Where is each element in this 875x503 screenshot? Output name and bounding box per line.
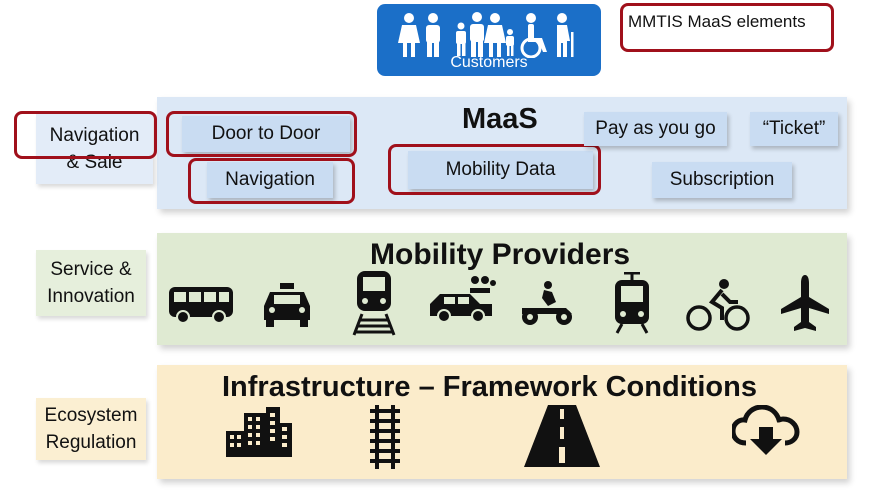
infrastructure-title: Infrastructure – Framework Conditions <box>222 371 757 403</box>
railway-track-icon <box>370 405 400 469</box>
bus-icon <box>169 287 233 324</box>
motorbike-icon <box>522 281 572 325</box>
road-icon <box>524 405 600 467</box>
navigation-item: Navigation <box>207 162 333 198</box>
bicycle-icon <box>686 279 750 331</box>
mobility-providers-title: Mobility Providers <box>370 238 631 271</box>
highlight-navigation <box>188 158 355 204</box>
customers-label: Customers <box>450 54 528 71</box>
airplane-icon <box>781 275 829 331</box>
cloud-download-icon <box>732 405 800 455</box>
carsharing-icon <box>430 276 496 323</box>
highlight-mobility-data <box>388 144 601 195</box>
pay-as-you-go-item: Pay as you go <box>584 112 727 146</box>
legend-box <box>620 3 834 52</box>
mobility-side-label: Service & Innovation <box>36 250 146 316</box>
highlight-navigation-sale <box>14 111 157 159</box>
door-to-door-item: Door to Door <box>182 116 350 152</box>
ticket-item: “Ticket” <box>750 112 838 146</box>
people-icon <box>398 12 574 58</box>
highlight-door-to-door <box>166 111 357 157</box>
infrastructure-side-label: Ecosystem Regulation <box>36 398 146 460</box>
buildings-icon <box>226 407 292 457</box>
customers-box: Customers <box>377 4 601 76</box>
tram-icon <box>615 272 649 334</box>
maas-title: MaaS <box>462 103 538 135</box>
maas-side-label: Navigation & Sale <box>36 114 153 184</box>
taxi-icon <box>264 283 310 327</box>
mobility-data-item: Mobility Data <box>408 151 593 189</box>
legend-label: MMTIS MaaS elements <box>628 12 806 31</box>
train-icon <box>352 271 396 336</box>
subscription-item: Subscription <box>652 162 792 198</box>
